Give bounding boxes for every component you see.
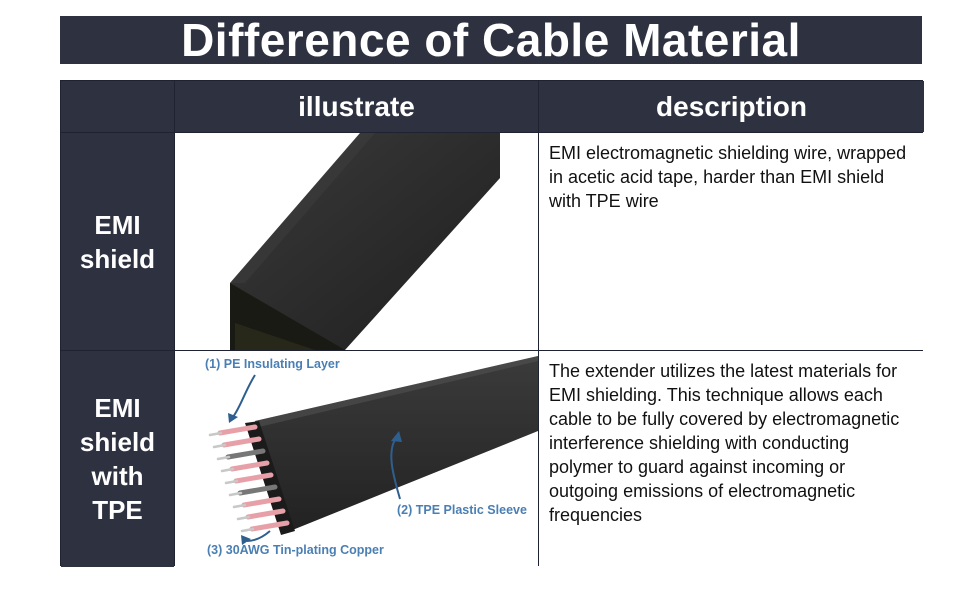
label-tin-plating-copper: (3) 30AWG Tin-plating Copper — [207, 543, 384, 557]
flat-cable-diagram — [208, 356, 538, 545]
row-label-text: EMI shield — [79, 209, 156, 274]
header-corner — [61, 81, 174, 132]
page-title: Difference of Cable Material — [60, 14, 922, 66]
header-description: description — [539, 81, 924, 132]
flat-cable-photo — [230, 133, 500, 350]
emi-shield-description: EMI electromagnetic shielding wire, wrap… — [539, 133, 924, 350]
emi-tpe-cable-diagram: (1) PE Insulating Layer (2) TPE Plastic … — [175, 351, 538, 567]
label-tpe-plastic-sleeve: (2) TPE Plastic Sleeve — [397, 503, 527, 517]
wire-bundle — [208, 424, 290, 533]
row-label-emi-shield: EMI shield — [61, 133, 174, 350]
emi-shield-cable-image — [175, 133, 538, 350]
label-pe-insulating-layer: (1) PE Insulating Layer — [205, 357, 340, 371]
emi-tpe-description: The extender utilizes the latest materia… — [539, 351, 924, 567]
row-label-emi-shield-tpe: EMI shield with TPE — [61, 351, 174, 567]
row-label-text: EMI shield with TPE — [79, 393, 156, 525]
comparison-table: illustrate description EMI shield EMI el… — [60, 80, 924, 567]
header-illustrate: illustrate — [175, 81, 538, 132]
